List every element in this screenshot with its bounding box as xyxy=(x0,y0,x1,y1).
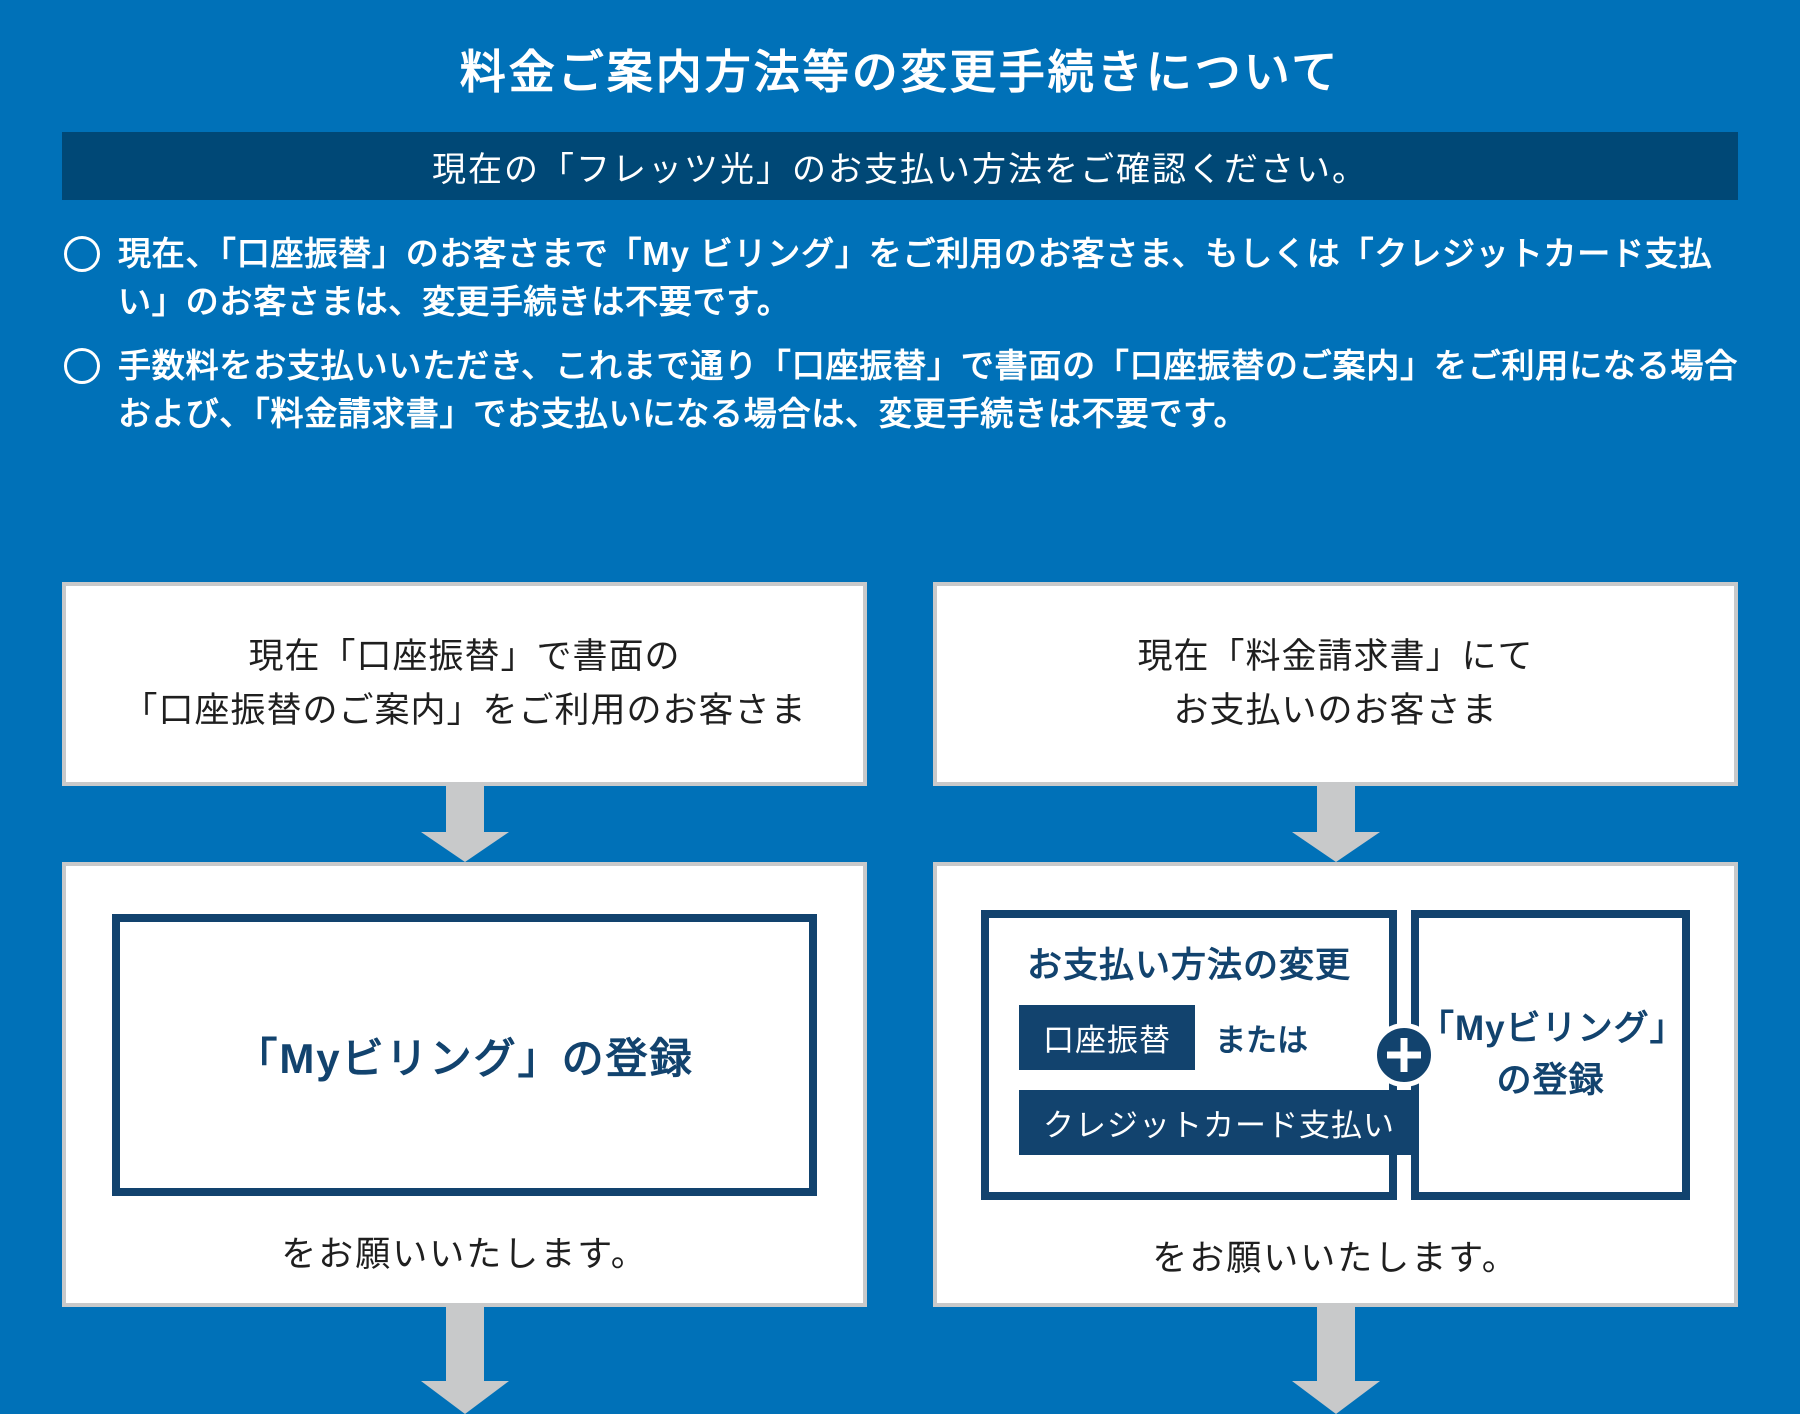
down-arrow-icon xyxy=(420,786,509,862)
confirm-banner-text: 現在の「フレッツ光」のお支払い方法をご確認ください。 xyxy=(432,150,1368,189)
note-text: 手数料をお支払いいただき、これまで通り「口座振替」で書面の「口座振替のご案内」を… xyxy=(118,346,1739,432)
flow-column-account-transfer: 現在「口座振替」で書面の 「口座振替のご案内」をご利用のお客さま 「Myビリング… xyxy=(62,582,867,1414)
source-line: 現在「料金請求書」にて xyxy=(1137,636,1534,676)
flow-column-invoice: 現在「料金請求書」にて お支払いのお客さま お支払い方法の変更 口座振替 または… xyxy=(933,582,1738,1414)
result-box-right: お支払い方法の変更 口座振替 または クレジットカード支払い 「Myビリング」 … xyxy=(933,862,1738,1307)
mybilling-register-label: 「Myビリング」の登録 xyxy=(235,1034,694,1082)
request-text: をお願いいたします。 xyxy=(281,1235,648,1274)
account-transfer-badge: 口座振替 xyxy=(1019,1005,1195,1071)
request-text: をお願いいたします。 xyxy=(1152,1239,1519,1278)
badge-row: 口座振替 または xyxy=(1019,1005,1359,1071)
payment-change-title: お支払い方法の変更 xyxy=(1026,946,1351,985)
note-item: 現在、「口座振替」のお客さまで「My ビリング」をご利用のお客さま、もしくは「ク… xyxy=(62,230,1742,326)
page-title: 料金ご案内方法等の変更手続きについて xyxy=(459,46,1341,98)
notes-list: 現在、「口座振替」のお客さまで「My ビリング」をご利用のお客さま、もしくは「ク… xyxy=(62,230,1742,437)
down-arrow-icon xyxy=(1291,1307,1380,1414)
result-inner: お支払い方法の変更 口座振替 または クレジットカード支払い 「Myビリング」 … xyxy=(937,866,1734,1200)
circle-marker-icon xyxy=(64,236,100,272)
mybilling-register-box: 「Myビリング」の登録 xyxy=(112,914,817,1196)
payment-flowchart: 現在「口座振替」で書面の 「口座振替のご案内」をご利用のお客さま 「Myビリング… xyxy=(62,582,1738,1414)
or-label: または xyxy=(1215,1023,1308,1059)
down-arrow-icon xyxy=(1291,786,1380,862)
note-item: 手数料をお支払いいただき、これまで通り「口座振替」で書面の「口座振替のご案内」を… xyxy=(62,342,1742,438)
mybilling-register-box: 「Myビリング」 の登録 xyxy=(1411,910,1690,1200)
note-text: 現在、「口座振替」のお客さまで「My ビリング」をご利用のお客さま、もしくは「ク… xyxy=(118,235,1713,320)
mybilling-register-line: の登録 xyxy=(1496,1061,1605,1100)
source-line: 「口座振替のご案内」をご利用のお客さま xyxy=(122,691,807,730)
mybilling-register-line: 「Myビリング」 xyxy=(1419,1008,1686,1048)
payment-change-row: お支払い方法の変更 口座振替 または クレジットカード支払い 「Myビリング」 … xyxy=(981,910,1690,1200)
result-box-left: 「Myビリング」の登録 をお願いいたします。 xyxy=(62,862,867,1307)
plus-icon xyxy=(1372,1023,1436,1087)
payment-method-change-box: お支払い方法の変更 口座振替 または クレジットカード支払い xyxy=(981,910,1419,1200)
down-arrow-icon xyxy=(420,1307,509,1414)
source-line: 現在「口座振替」で書面の xyxy=(248,636,681,676)
source-line: お支払いのお客さま xyxy=(1173,691,1498,730)
credit-card-badge: クレジットカード支払い xyxy=(1019,1090,1419,1156)
confirm-banner: 現在の「フレッツ光」のお支払い方法をご確認ください。 xyxy=(62,132,1738,200)
source-box-account-transfer: 現在「口座振替」で書面の 「口座振替のご案内」をご利用のお客さま xyxy=(62,582,867,786)
circle-marker-icon xyxy=(64,347,100,384)
source-box-invoice: 現在「料金請求書」にて お支払いのお客さま xyxy=(933,582,1738,786)
